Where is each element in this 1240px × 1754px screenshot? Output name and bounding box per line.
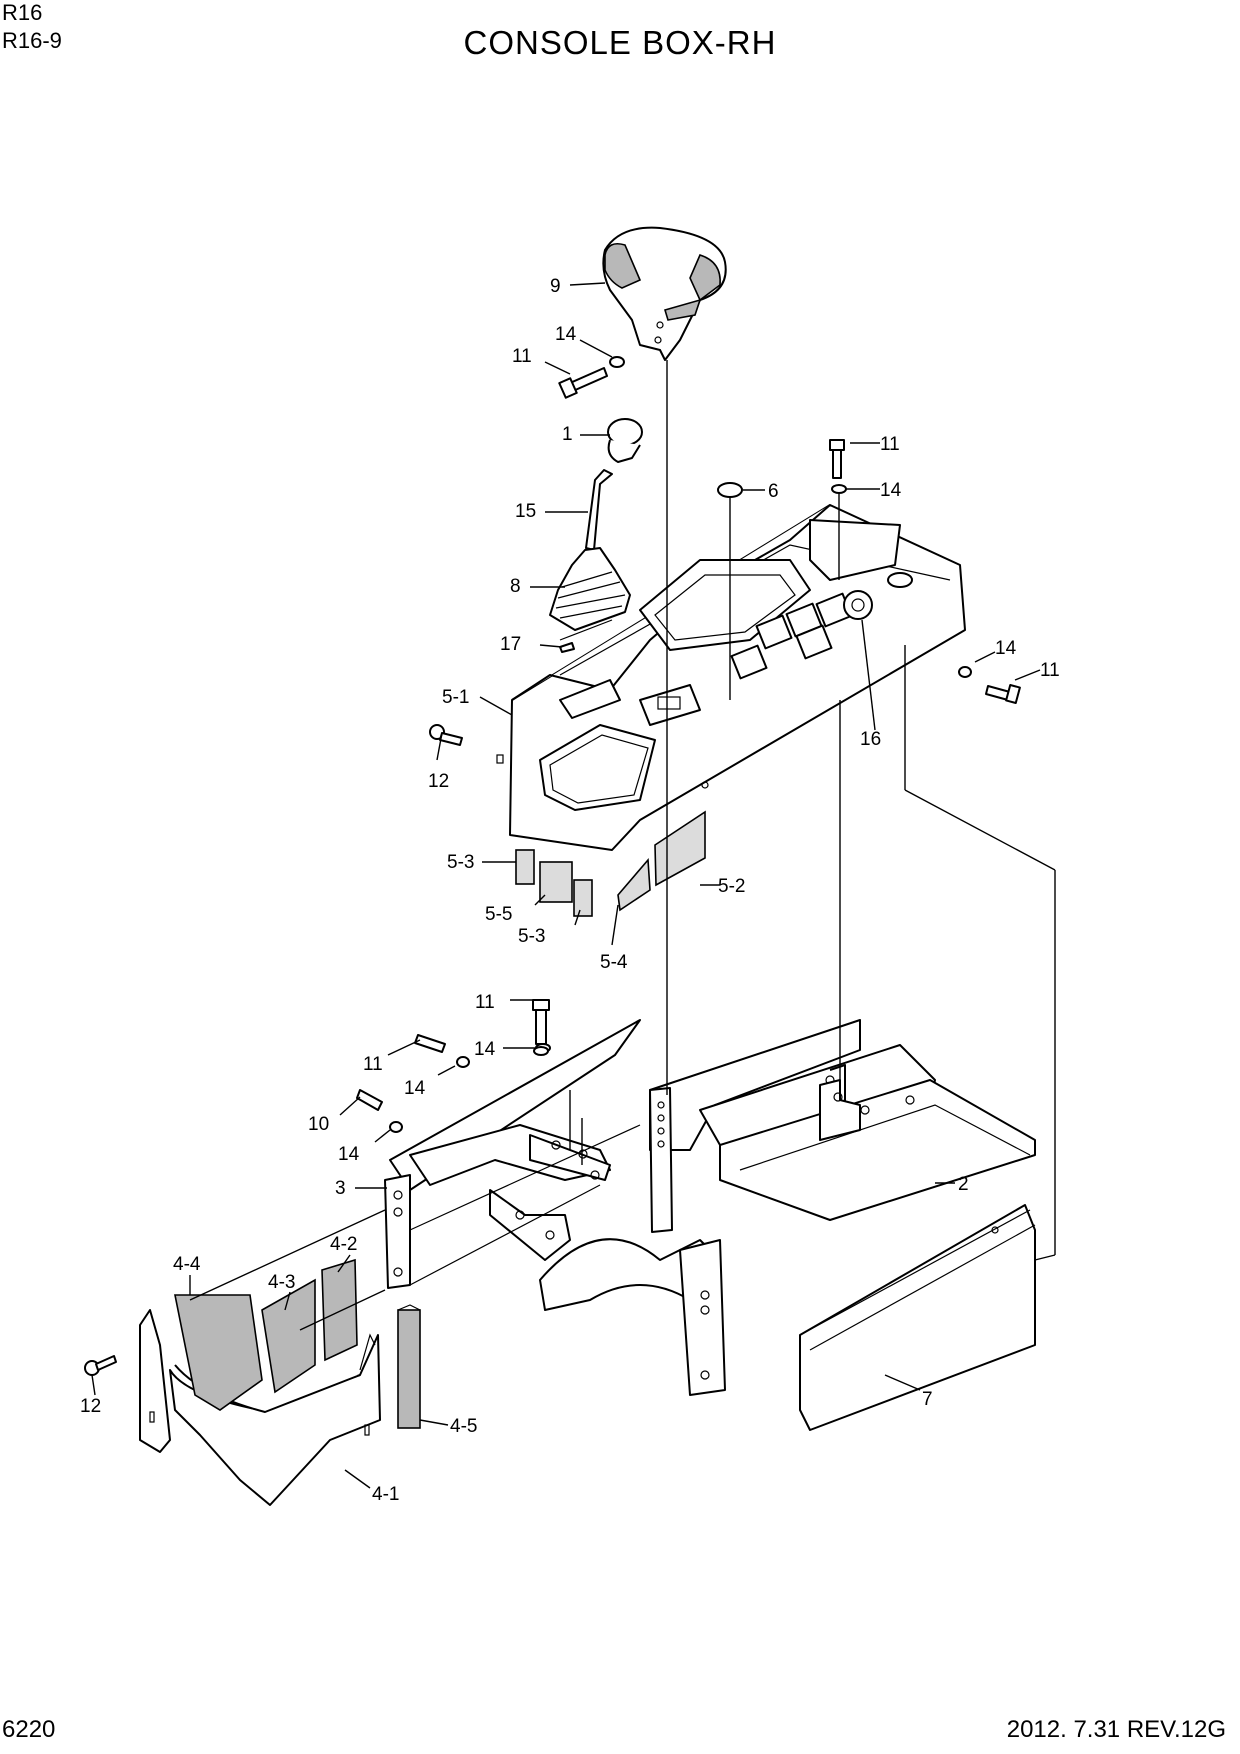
callout-14: 14 bbox=[338, 1144, 360, 1165]
callout-2: 2 bbox=[958, 1174, 969, 1195]
callout-7: 7 bbox=[922, 1389, 933, 1410]
callout-11: 11 bbox=[475, 992, 495, 1013]
callout-11: 11 bbox=[512, 346, 532, 367]
callout-5-5: 5-5 bbox=[485, 904, 512, 925]
callout-4-1: 4-1 bbox=[372, 1484, 399, 1505]
callout-12: 12 bbox=[428, 771, 449, 792]
page-number: 6220 bbox=[2, 1716, 56, 1743]
callout-4-5: 4-5 bbox=[450, 1416, 477, 1437]
callout-5-3: 5-3 bbox=[518, 926, 545, 947]
pad-parts bbox=[515, 810, 706, 917]
pad-4-5 bbox=[397, 1309, 421, 1429]
pad-5-3-left bbox=[515, 849, 535, 885]
callout-14: 14 bbox=[880, 480, 902, 501]
pad-5-3-right bbox=[573, 879, 593, 917]
callout-12: 12 bbox=[80, 1396, 101, 1417]
callout-11: 11 bbox=[880, 434, 900, 455]
side-panel-part bbox=[799, 1204, 1036, 1431]
callout-5-4: 5-4 bbox=[600, 952, 628, 973]
console-body-part bbox=[496, 504, 966, 851]
fasteners-top bbox=[429, 356, 1021, 746]
pad-5-4 bbox=[617, 857, 651, 912]
storage-box-part bbox=[139, 1258, 421, 1506]
callout-labels: 9 14 11 1 11 6 14 15 8 17 14 11 5-1 16 1… bbox=[80, 276, 1060, 1505]
callout-11: 11 bbox=[363, 1054, 383, 1075]
callout-14: 14 bbox=[404, 1078, 426, 1099]
lever-rod-part bbox=[585, 469, 613, 551]
fasteners-middle bbox=[84, 999, 551, 1376]
callout-9: 9 bbox=[550, 276, 561, 297]
callout-4-2: 4-2 bbox=[330, 1234, 357, 1255]
lever-boot-part bbox=[549, 547, 631, 631]
callout-8: 8 bbox=[510, 576, 521, 597]
callout-leaders bbox=[91, 282, 1041, 1489]
date-revision: 2012. 7.31 REV.12G bbox=[1006, 1716, 1226, 1743]
lever-knob-part bbox=[607, 418, 643, 463]
pad-5-2 bbox=[654, 810, 706, 887]
callout-5-2: 5-2 bbox=[718, 876, 745, 897]
callout-11: 11 bbox=[1040, 660, 1060, 681]
pad-4-3 bbox=[261, 1278, 316, 1394]
callout-1: 1 bbox=[562, 424, 573, 445]
pad-4-2 bbox=[321, 1258, 358, 1362]
assembly-lines bbox=[189, 360, 1056, 1331]
callout-14: 14 bbox=[995, 638, 1017, 659]
callout-4-4: 4-4 bbox=[173, 1254, 201, 1275]
pad-4-4 bbox=[174, 1294, 263, 1411]
callout-17: 17 bbox=[500, 634, 521, 655]
callout-10: 10 bbox=[308, 1114, 329, 1135]
callout-4-3: 4-3 bbox=[268, 1272, 295, 1293]
shift-knob-part bbox=[602, 226, 727, 361]
callout-5-1: 5-1 bbox=[442, 687, 469, 708]
section-code: R16-9 bbox=[2, 28, 62, 53]
mounting-plate-part bbox=[384, 1019, 641, 1289]
page-title: CONSOLE BOX-RH bbox=[463, 24, 777, 61]
callout-6: 6 bbox=[768, 481, 779, 502]
callout-16: 16 bbox=[860, 729, 881, 750]
model-code: R16 bbox=[2, 0, 43, 25]
callout-14: 14 bbox=[555, 324, 577, 345]
bracket-frame-part bbox=[539, 1019, 1036, 1396]
callout-3: 3 bbox=[335, 1178, 346, 1199]
callout-15: 15 bbox=[515, 501, 536, 522]
callout-14: 14 bbox=[474, 1039, 496, 1060]
callout-5-3: 5-3 bbox=[447, 852, 474, 873]
